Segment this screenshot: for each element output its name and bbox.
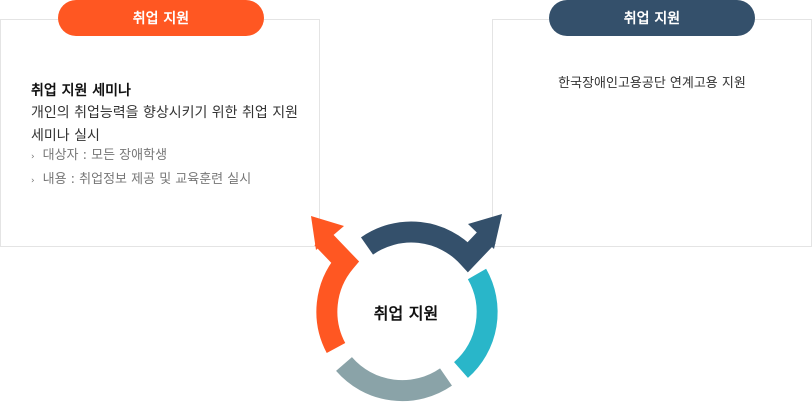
list-item: › 대상자 : 모든 장애학생 (31, 144, 167, 163)
right-badge: 취업 지원 (549, 0, 755, 36)
navy-arc (360, 221, 496, 273)
card-description: 개인의 취업능력을 향상시키기 위한 취업 지원 세미나 실시 (31, 105, 298, 144)
teal-arc (453, 268, 498, 378)
gray-arc (336, 356, 452, 402)
card-title: 취업 지원 세미나 (31, 83, 131, 99)
list-item: › 내용 : 취업정보 제공 및 교육훈련 실시 (31, 168, 251, 187)
left-badge: 취업 지원 (58, 0, 264, 36)
right-card: 한국장애인고용공단 연계고용 지원 (492, 19, 812, 247)
chevron-right-icon: › (31, 176, 35, 186)
card-text: 한국장애인고용공단 연계고용 지원 (558, 76, 746, 91)
list-item-text: 대상자 : 모든 장애학생 (42, 148, 168, 163)
list-item-text: 내용 : 취업정보 제공 및 교육훈련 실시 (42, 172, 252, 187)
left-card: 취업 지원 세미나 개인의 취업능력을 향상시키기 위한 취업 지원 세미나 실… (0, 19, 320, 247)
navy-arrow-icon (468, 214, 502, 249)
center-label: 취업 지원 (373, 304, 439, 323)
orange-arc (314, 230, 360, 353)
orange-arrow-icon (311, 216, 344, 250)
chevron-right-icon: › (31, 152, 35, 162)
